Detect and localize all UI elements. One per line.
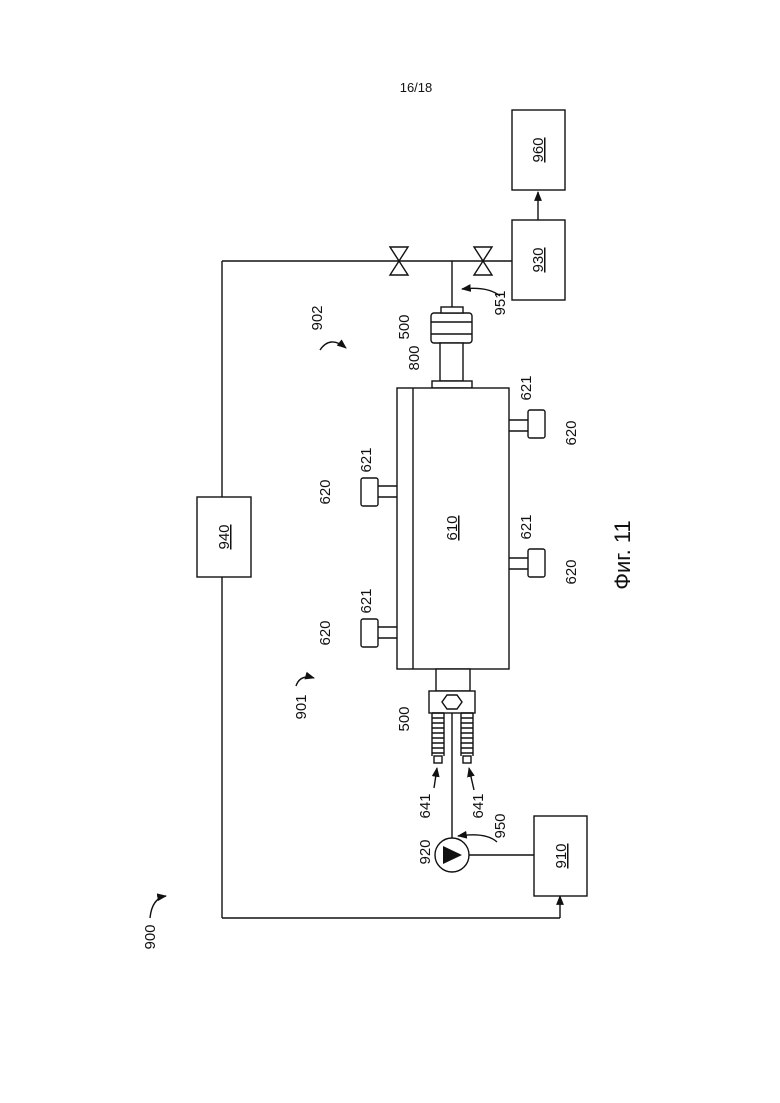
port-right-2 (509, 549, 545, 577)
adapter-label: 800 (406, 345, 423, 370)
fitting-pointer-lower (469, 768, 474, 790)
port-label-1: 620 (317, 479, 334, 504)
fitting-label-lower: 641 (470, 793, 487, 818)
inlet-line-label: 950 (492, 813, 509, 838)
port-label-3: 620 (563, 420, 580, 445)
fitting-spring-lower (461, 713, 473, 763)
second-assembly-pointer (320, 342, 346, 350)
port-left-2 (361, 619, 397, 647)
unit-940-label: 940 (216, 524, 233, 549)
coupler-bottom-label: 500 (396, 706, 413, 731)
pump-label: 920 (417, 839, 434, 864)
first-assembly-pointer (296, 677, 314, 686)
port-right-1 (509, 410, 545, 438)
figure-caption: Фиг. 11 (610, 520, 635, 589)
adapter-800 (440, 343, 463, 381)
adapter-flange (432, 381, 472, 388)
coupler-top-label: 500 (396, 314, 413, 339)
port-connector-label-3: 621 (518, 375, 535, 400)
housing-label: 610 (444, 515, 461, 540)
port-connector-label-4: 621 (518, 514, 535, 539)
port-left-1 (361, 478, 397, 506)
receiver-930-label: 930 (530, 247, 547, 272)
coupler-bottom (429, 669, 475, 713)
coupler-top (431, 307, 472, 343)
outlet-line-label: 951 (492, 290, 509, 315)
port-label-2: 620 (317, 620, 334, 645)
tank-910-label: 910 (553, 843, 570, 868)
port-label-4: 620 (563, 559, 580, 584)
first-assembly-label: 901 (293, 694, 310, 719)
unit-960-label: 960 (530, 137, 547, 162)
second-assembly-label: 902 (309, 305, 326, 330)
page-number: 16/18 (400, 80, 433, 95)
fitting-label-upper: 641 (417, 793, 434, 818)
system-pointer (150, 896, 166, 918)
fitting-spring-upper (432, 713, 444, 763)
port-connector-label-2: 621 (358, 588, 375, 613)
pump-920-icon (435, 838, 469, 872)
port-connector-label-1: 621 (358, 447, 375, 472)
fitting-pointer-upper (434, 768, 437, 788)
system-label: 900 (142, 924, 159, 949)
